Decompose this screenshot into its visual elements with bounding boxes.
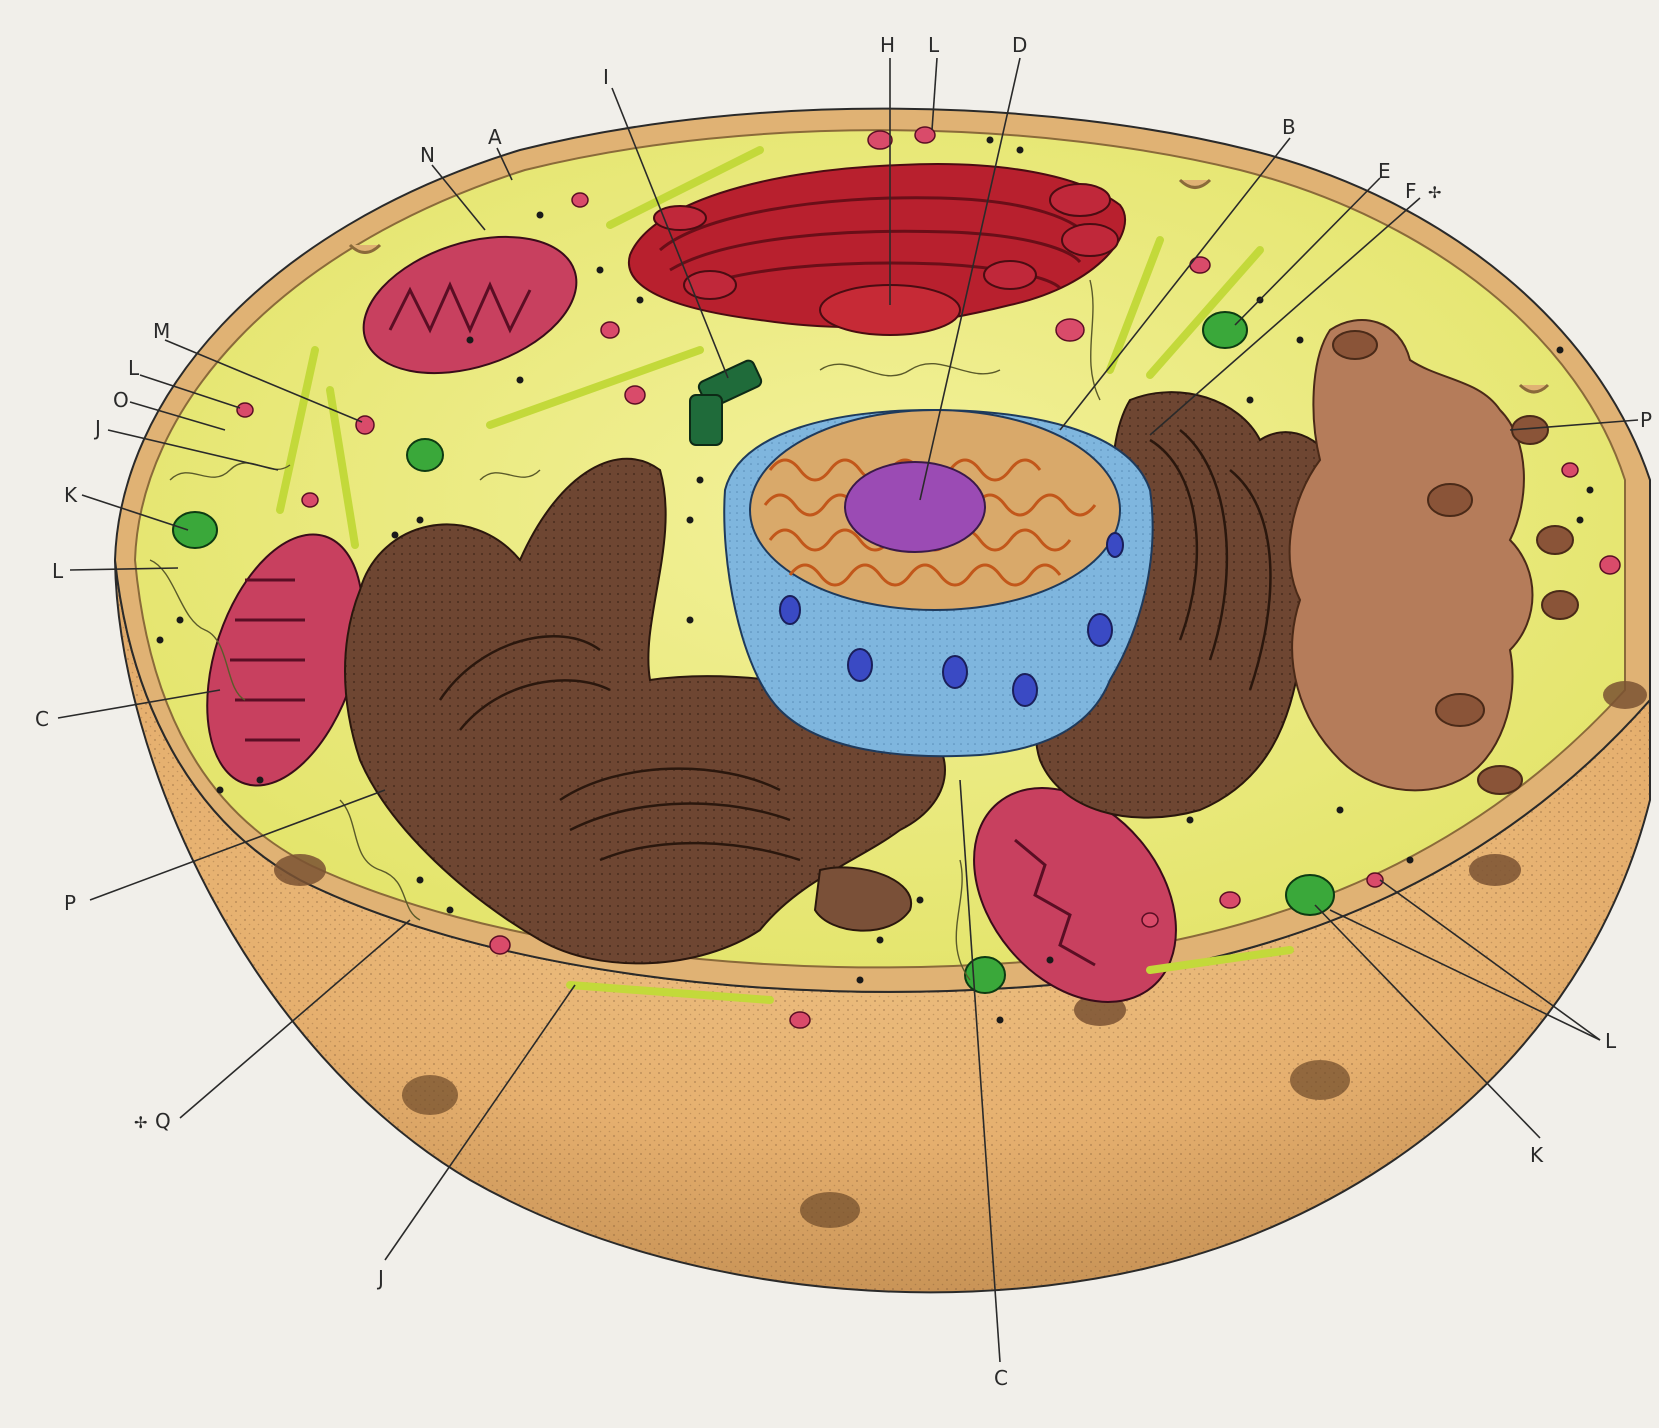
membrane-pit: [274, 854, 326, 886]
label-b: B: [1282, 115, 1296, 139]
label-i: I: [603, 65, 609, 89]
membrane-pit: [1469, 854, 1521, 886]
lysosome: [407, 439, 443, 471]
label-a: A: [488, 125, 502, 149]
label-c-bottom: C: [994, 1366, 1008, 1390]
lysosome: [965, 957, 1005, 993]
label-d: D: [1012, 33, 1027, 57]
label-l-left2: L: [52, 559, 64, 583]
label-f-mark: ✢: [1428, 183, 1441, 202]
surface-pit: [402, 1075, 458, 1115]
label-p-left: P: [64, 891, 76, 915]
label-n: N: [420, 143, 435, 167]
membrane-pit: [1603, 681, 1647, 709]
label-p-right: P: [1640, 408, 1652, 432]
label-k-left: K: [64, 483, 78, 507]
lysosome: [173, 512, 217, 548]
label-q-mark: ✢: [134, 1113, 147, 1132]
label-j-left: J: [93, 416, 101, 440]
label-e: E: [1378, 159, 1391, 183]
nucleus: [724, 410, 1152, 756]
label-l-right: L: [1605, 1029, 1617, 1053]
label-k-right: K: [1530, 1143, 1544, 1167]
label-f: F: [1405, 179, 1417, 203]
label-l-left1: L: [128, 356, 140, 380]
lysosome: [1203, 312, 1247, 348]
label-m: M: [153, 319, 170, 343]
surface-pit: [800, 1192, 860, 1228]
label-o: O: [113, 388, 129, 412]
nucleolus: [845, 462, 985, 552]
label-c-left: C: [35, 707, 49, 731]
label-q: Q: [155, 1109, 171, 1133]
surface-pit: [1290, 1060, 1350, 1100]
label-h: H: [880, 33, 895, 57]
label-l-top: L: [928, 33, 940, 57]
lysosome: [1286, 875, 1334, 915]
label-j-bottom: J: [376, 1266, 384, 1290]
